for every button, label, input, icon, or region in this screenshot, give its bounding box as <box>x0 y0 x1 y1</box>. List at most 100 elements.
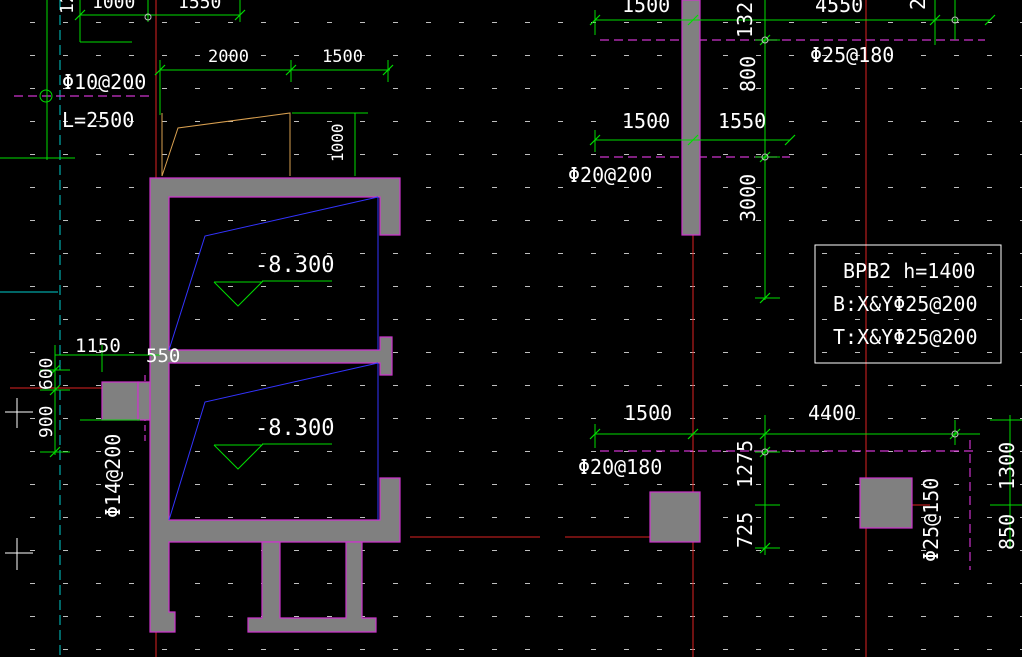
grid-dot <box>1020 154 1022 155</box>
grid-dot <box>492 220 497 221</box>
grid-dot <box>261 517 266 518</box>
grid-dot <box>129 253 134 254</box>
grid-dot <box>558 22 563 23</box>
dim-text: 1000 <box>92 0 135 13</box>
grid-dot <box>987 22 992 23</box>
grid-dot <box>888 418 893 419</box>
grid-dot <box>855 286 860 287</box>
grid-dot <box>888 286 893 287</box>
grid-dot <box>888 154 893 155</box>
grid-dot <box>789 451 794 452</box>
grid-dot <box>624 550 629 551</box>
grid-dot <box>756 319 761 320</box>
grid-dot <box>96 220 101 221</box>
grid-dot <box>591 649 596 650</box>
grid-dot <box>426 550 431 551</box>
grid-dot <box>1020 550 1022 551</box>
grid-dot <box>921 583 926 584</box>
grid-dot <box>30 451 35 452</box>
grid-dot <box>855 649 860 650</box>
grid-dot <box>558 319 563 320</box>
grid-dot <box>327 484 332 485</box>
grid-dot <box>657 616 662 617</box>
dim-text: 12 <box>57 0 78 14</box>
grid-dot <box>228 385 233 386</box>
grid-dot <box>789 55 794 56</box>
grid-dot <box>921 154 926 155</box>
grid-dot <box>921 550 926 551</box>
grid-dot <box>525 187 530 188</box>
grid-dot <box>228 616 233 617</box>
grid-dot <box>558 517 563 518</box>
grid-dot <box>723 352 728 353</box>
grid-dot <box>327 22 332 23</box>
grid-dot <box>327 121 332 122</box>
grid-dot <box>855 583 860 584</box>
dim-text: 800 <box>736 56 760 92</box>
grid-dot <box>261 154 266 155</box>
grid-dot <box>822 319 827 320</box>
grid-dot <box>63 319 68 320</box>
grid-dot <box>987 451 992 452</box>
grid-dot <box>789 286 794 287</box>
grid-dot <box>426 154 431 155</box>
dim-tick <box>154 64 166 76</box>
dim-text: 1550 <box>718 109 766 133</box>
grid-dot <box>558 88 563 89</box>
grid-dot <box>459 187 464 188</box>
grid-dot <box>888 550 893 551</box>
grid-dot <box>987 616 992 617</box>
grid-dot <box>525 22 530 23</box>
grid-dot <box>96 121 101 122</box>
grid-dot <box>591 319 596 320</box>
grid-dot <box>657 121 662 122</box>
wall-stub <box>137 381 151 421</box>
grid-dot <box>261 220 266 221</box>
grid-dot <box>822 88 827 89</box>
grid-dot <box>327 220 332 221</box>
dim-text: 600 <box>36 357 57 390</box>
grid-dot <box>525 88 530 89</box>
grid-dot <box>789 187 794 188</box>
grid-dot <box>393 253 398 254</box>
grid-dot <box>624 88 629 89</box>
grid-dot <box>30 220 35 221</box>
grid-dot <box>393 616 398 617</box>
grid-dot <box>624 517 629 518</box>
grid-dot <box>492 583 497 584</box>
grid-dot <box>492 616 497 617</box>
grid-dot <box>822 616 827 617</box>
grid-dot <box>129 22 134 23</box>
grid-dot <box>294 451 299 452</box>
dim-tick <box>784 134 796 146</box>
grid-dot <box>756 55 761 56</box>
stair-outline <box>161 112 291 177</box>
grid-dot <box>129 649 134 650</box>
dim-tick <box>984 14 996 26</box>
grid-dot <box>360 418 365 419</box>
rebar-label: Φ25@150 <box>919 478 943 562</box>
grid-dot <box>96 88 101 89</box>
grid-dot <box>921 517 926 518</box>
grid-dot <box>393 385 398 386</box>
grid-dot <box>987 220 992 221</box>
pit-wall <box>149 177 401 633</box>
grid-dot <box>1020 649 1022 650</box>
grid-dot <box>954 88 959 89</box>
grid-dot <box>195 517 200 518</box>
grid-dot <box>789 649 794 650</box>
grid-dot <box>558 286 563 287</box>
grid-dot <box>228 550 233 551</box>
grid-dot <box>228 319 233 320</box>
grid-dot <box>591 484 596 485</box>
grid-dot <box>657 88 662 89</box>
grid-dot <box>228 286 233 287</box>
grid-dot <box>822 484 827 485</box>
grid-dot <box>459 154 464 155</box>
grid-dot <box>360 286 365 287</box>
grid-dot <box>228 649 233 650</box>
grid-dot <box>954 616 959 617</box>
grid-dot <box>525 385 530 386</box>
